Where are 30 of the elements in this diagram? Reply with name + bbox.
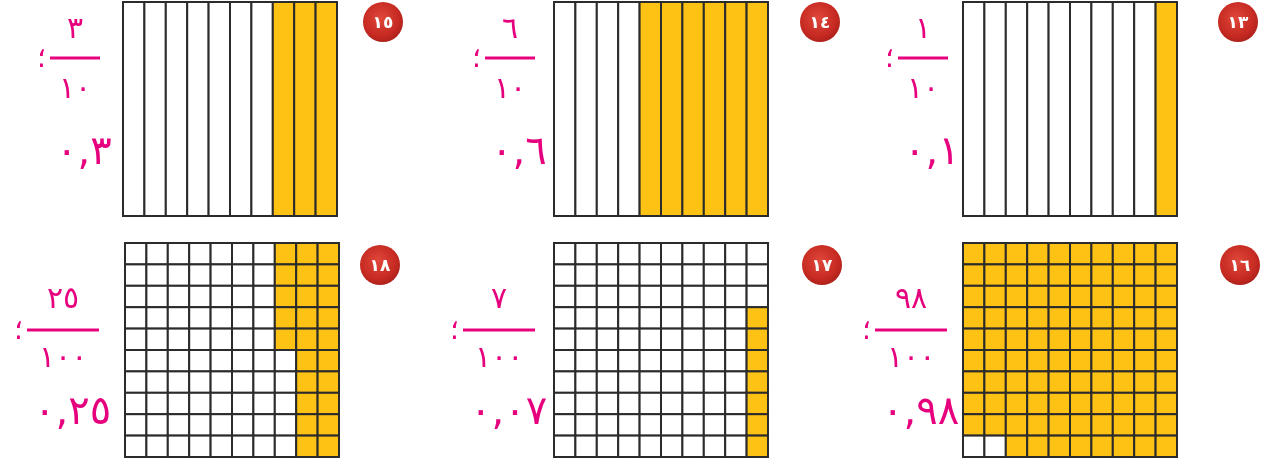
denominator: ١٠ xyxy=(59,73,92,103)
numerator: ١ xyxy=(915,13,932,43)
exercise-number-badge: ١٣ xyxy=(1218,2,1258,42)
decimal-number: ٠,٠٧ xyxy=(470,390,548,430)
decimal-number: ٠,٣ xyxy=(56,130,112,170)
denominator: ١٠٠ xyxy=(887,342,936,372)
denominator: ١٠٠ xyxy=(39,342,88,372)
exercise-number-badge: ١٤ xyxy=(800,2,840,42)
numerator: ٦ xyxy=(502,13,519,43)
semicolon: ؛ xyxy=(14,316,23,344)
decimal-number: ٠,٢٥ xyxy=(34,390,112,430)
numerator: ٩٨ xyxy=(895,283,928,313)
decimal-number: ٠,٦ xyxy=(491,130,547,170)
semicolon: ؛ xyxy=(885,44,894,72)
numerator: ٣ xyxy=(67,13,84,43)
numerator: ٧ xyxy=(491,283,508,313)
numerator: ٢٥ xyxy=(47,283,80,313)
exercise-number-badge: ١٥ xyxy=(363,2,403,42)
exercise-number-badge: ١٨ xyxy=(360,245,400,285)
semicolon: ؛ xyxy=(450,316,459,344)
decimal-number: ٠,١ xyxy=(904,130,960,170)
decimal-number: ٠,٩٨ xyxy=(882,390,960,430)
semicolon: ؛ xyxy=(472,44,481,72)
denominator: ١٠ xyxy=(907,73,940,103)
semicolon: ؛ xyxy=(862,316,871,344)
exercise-number-badge: ١٦ xyxy=(1220,245,1260,285)
semicolon: ؛ xyxy=(37,44,46,72)
denominator: ١٠ xyxy=(494,73,527,103)
denominator: ١٠٠ xyxy=(475,342,524,372)
exercise-number-badge: ١٧ xyxy=(802,245,842,285)
